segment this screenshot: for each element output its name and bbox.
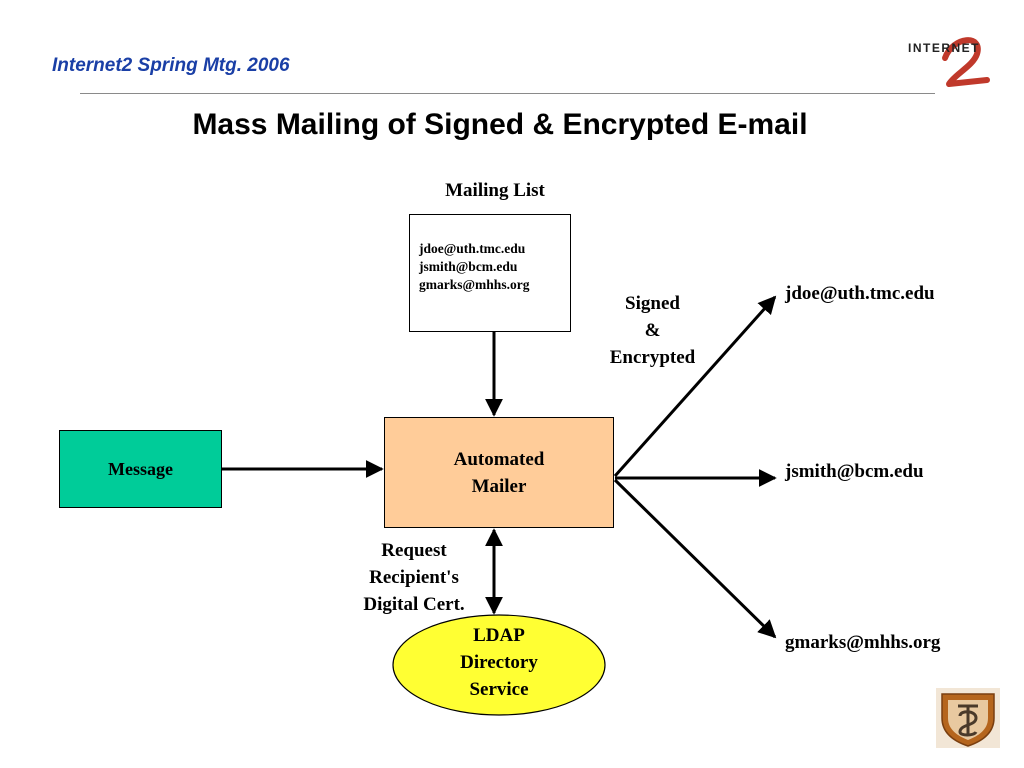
university-seal-logo <box>936 688 1000 748</box>
internet2-logo-text: INTERNET <box>908 41 980 55</box>
internet2-logo <box>942 37 990 87</box>
ldap-ellipse <box>392 614 606 716</box>
mailer-label-line: Mailer <box>471 475 527 497</box>
mailing-list-entry: gmarks@mhhs.org <box>419 277 530 292</box>
arrow-to-recipient-1 <box>613 295 777 477</box>
recipient-address: jsmith@bcm.edu <box>785 461 924 482</box>
slide-title: Mass Mailing of Signed & Encrypted E-mai… <box>192 108 808 141</box>
signed-label-line: Encrypted <box>609 347 696 368</box>
mailing-list-box <box>409 214 571 332</box>
request-label-line: Digital Cert. <box>363 594 465 615</box>
mailer-label-line: Automated <box>453 448 545 470</box>
request-label-line: Recipient's <box>369 567 459 588</box>
ldap-label-line: LDAP <box>473 625 525 646</box>
request-label-line: Request <box>381 540 447 561</box>
mailing-list-title: Mailing List <box>445 180 545 201</box>
header-title: Internet2 Spring Mtg. 2006 <box>52 55 290 76</box>
ldap-directory-label: LDAP Directory Service <box>408 622 590 703</box>
message-label: Message <box>108 458 173 479</box>
ldap-label-line: Directory <box>460 652 538 673</box>
mailing-list-entry: jdoe@uth.tmc.edu <box>419 241 526 256</box>
recipient-address: gmarks@mhhs.org <box>785 632 941 653</box>
ldap-label-line: Service <box>469 679 529 700</box>
signed-label-line: & <box>644 320 661 341</box>
mailing-list-entry: jsmith@bcm.edu <box>419 259 518 274</box>
recipient-address: jdoe@uth.tmc.edu <box>785 283 935 304</box>
signed-encrypted-label: Signed & Encrypted <box>590 290 715 371</box>
request-cert-label: Request Recipient's Digital Cert. <box>340 537 488 618</box>
arrow-to-recipient-3 <box>613 478 777 639</box>
signed-label-line: Signed <box>625 293 680 314</box>
mailing-list-entries: jdoe@uth.tmc.edu jsmith@bcm.edu gmarks@m… <box>419 240 529 294</box>
header-divider <box>80 93 935 94</box>
automated-mailer-box: Automated Mailer <box>384 417 614 528</box>
message-box: Message <box>59 430 222 508</box>
